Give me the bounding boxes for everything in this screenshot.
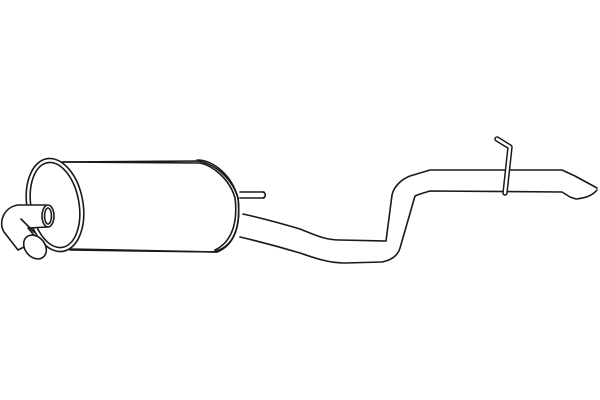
inlet-elbow xyxy=(0,204,55,260)
muffler-body xyxy=(61,159,267,253)
hanger-bracket xyxy=(494,136,513,196)
tail-pipe xyxy=(239,169,598,264)
